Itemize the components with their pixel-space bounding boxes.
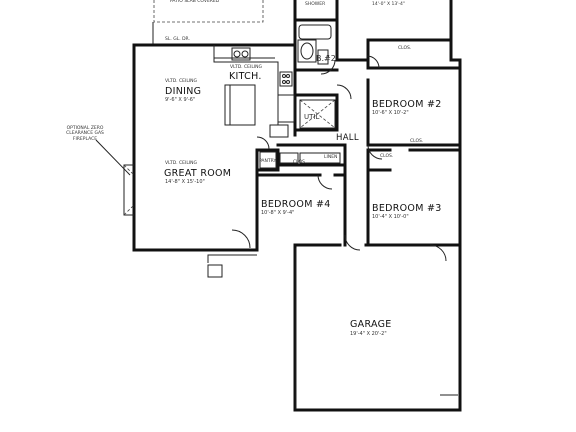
- door-swings: [231, 55, 447, 262]
- garage-dimensions: 19'-4" X 20'-2": [350, 331, 387, 337]
- shower-label: SHOWER: [305, 2, 326, 7]
- garage-details: [295, 248, 458, 409]
- bath-2-label: B.#2: [316, 54, 336, 63]
- patio-note: PATIO SLAB COVERED: [170, 0, 220, 4]
- great-room-ceiling-label: VLTD. CEILING: [165, 161, 198, 166]
- great-room-dimensions: 14'-8" X 15'-10": [165, 179, 205, 185]
- garage-label: GARAGE: [350, 319, 392, 330]
- kitchen-label: KITCH.: [229, 71, 262, 82]
- interior-walls: [255, 0, 462, 247]
- bedroom-3-closet-label: CLOS.: [380, 154, 394, 159]
- master-closet-label: CLOS.: [398, 46, 412, 51]
- hall-closet-label: CLOS.: [293, 160, 307, 165]
- bedroom-4-label: BEDROOM #4: [261, 199, 331, 210]
- dining-dimensions: 9'-6" X 9'-6": [165, 97, 196, 103]
- dining-ceiling-label: VLTD. CEILING: [165, 79, 198, 84]
- front-stoop: [207, 254, 257, 278]
- pantry-label: PANTRY: [259, 159, 277, 164]
- kitchen-fixtures: [213, 45, 295, 169]
- bedroom-2-closet-label: CLOS.: [410, 139, 424, 144]
- utility-label: UTIL: [304, 113, 320, 121]
- fireplace-note: OPTIONAL ZERO CLEARANCE GAS FIREPLACE: [66, 126, 104, 142]
- kitchen-ceiling-label: VLTD. CEILING: [230, 65, 263, 70]
- great-room-label: GREAT ROOM: [164, 168, 232, 179]
- bedroom-3-label: BEDROOM #3: [372, 203, 442, 214]
- fireplace: [95, 139, 135, 216]
- bedroom-2-dimensions: 10'-6" X 10'-2": [372, 110, 409, 116]
- hall-label: HALL: [336, 133, 359, 143]
- bath-fixtures: [279, 24, 341, 164]
- linen-label: LINEN: [324, 155, 338, 160]
- patio-outline: [152, 0, 264, 45]
- master-bedroom-dimensions: 14'-0" X 13'-4": [372, 2, 405, 7]
- bedroom-4-dimensions: 10'-8" X 9'-4": [261, 210, 295, 216]
- slider-door-label: SL. GL. DR.: [165, 37, 190, 42]
- bedroom-3-dimensions: 10'-4" X 10'-0": [372, 214, 409, 220]
- bedroom-2-label: BEDROOM #2: [372, 99, 442, 110]
- dining-label: DINING: [165, 86, 202, 97]
